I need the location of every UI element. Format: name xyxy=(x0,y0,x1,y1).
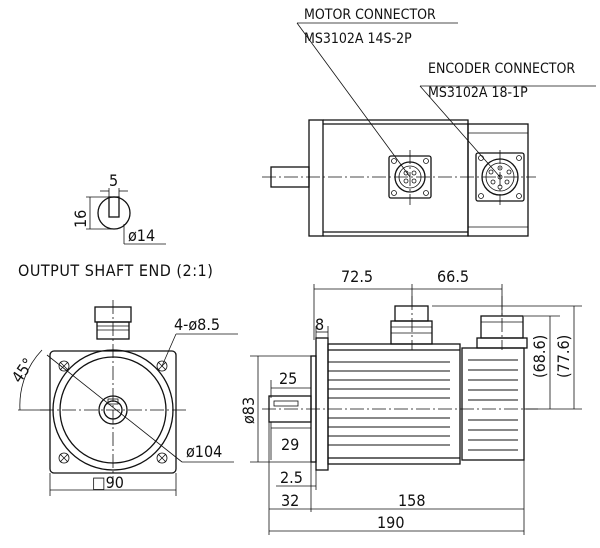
key-width-label: 5 xyxy=(109,171,118,190)
dim-158: 158 xyxy=(398,491,425,510)
shaft-diameter-label: ø14 xyxy=(128,226,155,245)
dim-32: 32 xyxy=(281,491,299,510)
dim-72-5: 72.5 xyxy=(341,267,373,286)
dim-spigot-dia: ø83 xyxy=(239,397,258,424)
angle-label: 45° xyxy=(8,354,38,386)
motor-connector-part: MS3102A 14S-2P xyxy=(304,31,412,47)
dim-66-5: 66.5 xyxy=(437,267,469,286)
pilot-circle-label: ø104 xyxy=(186,442,222,461)
encoder-connector-title: ENCODER CONNECTOR xyxy=(428,61,575,77)
side-view xyxy=(250,284,582,535)
dim-shaft-29: 29 xyxy=(281,435,299,454)
top-view xyxy=(262,22,596,237)
key-height-label: 16 xyxy=(71,210,90,228)
dim-key-25: 25 xyxy=(279,369,297,388)
dim-height-77-6: (77.6) xyxy=(554,335,573,378)
dim-190: 190 xyxy=(377,513,404,532)
shaft-end-detail xyxy=(86,188,166,245)
dim-flange-8: 8 xyxy=(315,315,324,334)
output-shaft-end-label: OUTPUT SHAFT END (2:1) xyxy=(18,261,213,280)
dim-spigot-2-5: 2.5 xyxy=(280,468,303,487)
motor-connector-title: MOTOR CONNECTOR xyxy=(304,7,436,23)
mount-holes-label: 4-ø8.5 xyxy=(174,315,220,334)
encoder-connector-part: MS3102A 18-1P xyxy=(428,85,528,101)
front-view xyxy=(18,300,238,496)
dim-height-68-6: (68.6) xyxy=(530,335,549,378)
flange-square-label: □90 xyxy=(92,473,124,492)
